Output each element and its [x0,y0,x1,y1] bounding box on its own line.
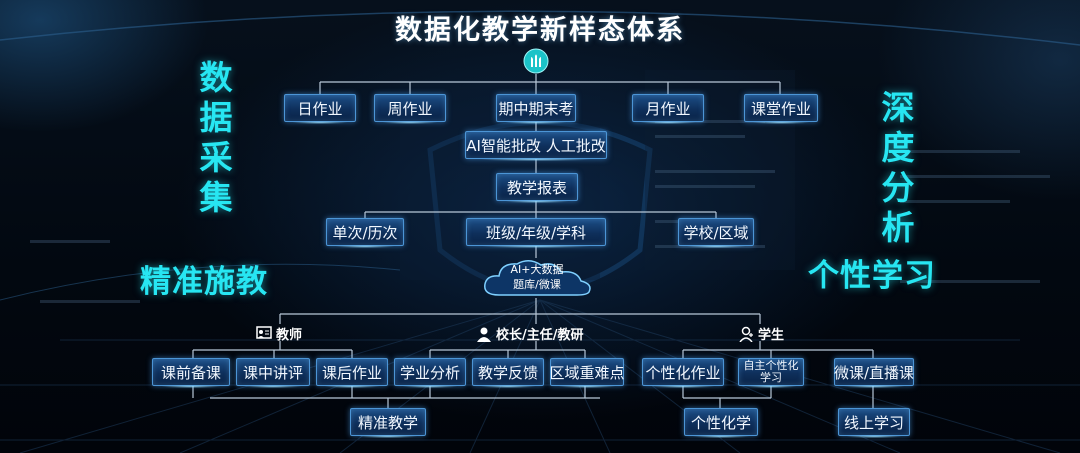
personalized-homework-box: 个性化作业 [642,358,724,388]
personalized-learning-outcome-box: 个性化学 [684,408,758,438]
diagram-title: 数据化教学新样态体系 [395,15,685,46]
teaching-feedback-box: 教学反馈 [472,358,544,388]
online-learning-outcome-box: 线上学习 [838,408,910,438]
role-student-label: 学生 [758,328,785,343]
after-class-homework-box: 课后作业 [316,358,388,388]
in-class-review-box: 课中讲评 [236,358,310,388]
academic-analysis-box: 学业分析 [394,358,466,388]
midterm-final-exam-box: 期中期末考 [496,94,576,124]
root-tree-icon [523,48,549,74]
role-teacher-label: 教师 [276,328,303,343]
cloud-icon [484,260,591,296]
cloud-line-2: 题库/微课 [513,278,561,291]
school-region-box: 学校/区域 [678,218,754,248]
administrator-person-icon [477,327,491,342]
cloud-line-1: AI+大数据 [510,263,564,276]
role-administrator: 校长/主任/教研 [476,324,584,343]
student-person-icon [739,326,753,342]
self-directed-learning-box: 自主个性化学习 [738,358,804,388]
role-administrator-label: 校长/主任/教研 [496,328,584,343]
precision-teaching-label: 精准施教 [140,264,268,300]
data-collection-label: 数据采集 [199,58,233,217]
precision-teaching-outcome-box: 精准教学 [350,408,426,438]
lesson-prep-box: 课前备课 [152,358,230,388]
grading-box: AI智能批改 人工批改 [465,131,607,161]
personalized-learning-label: 个性学习 [808,258,936,294]
role-teacher: 教师 [256,324,302,343]
deep-analysis-label: 深度分析 [881,88,915,247]
role-student: 学生 [738,324,784,343]
monthly-homework-box: 月作业 [632,94,704,124]
class-grade-subject-box: 班级/年级/学科 [466,218,606,248]
teaching-report-box: 教学报表 [496,173,578,203]
single-historical-box: 单次/历次 [326,218,404,248]
teacher-board-icon [256,325,272,339]
daily-homework-box: 日作业 [284,94,356,124]
micro-lesson-live-box: 微课/直播课 [834,358,914,388]
regional-key-points-box: 区域重难点 [550,358,625,388]
weekly-homework-box: 周作业 [374,94,446,124]
classroom-homework-box: 课堂作业 [744,94,818,124]
cloud-label: AI+大数据 题库/微课 [477,262,597,292]
